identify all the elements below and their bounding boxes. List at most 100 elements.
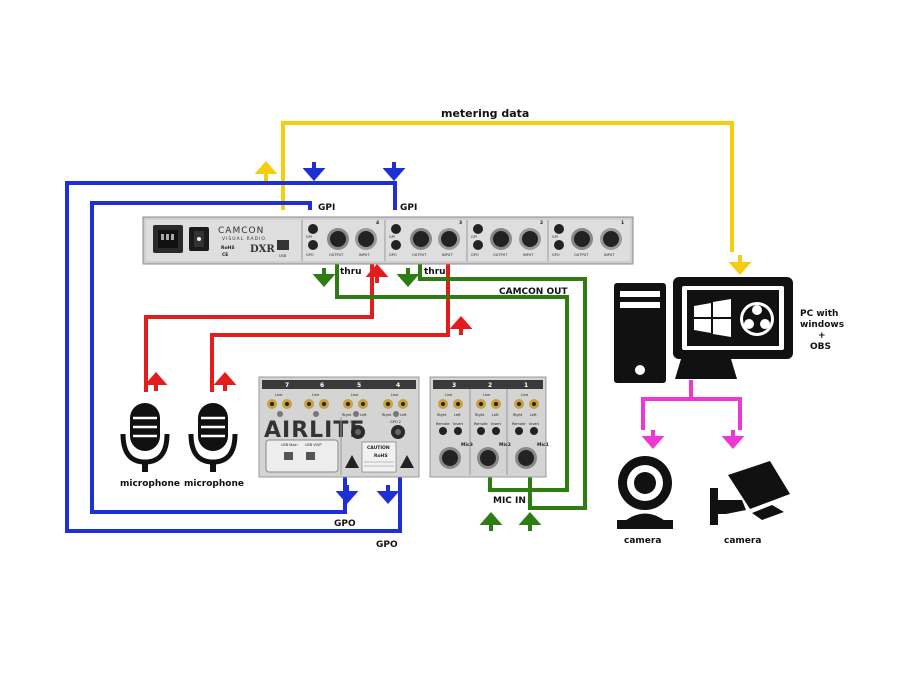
- svg-text:5: 5: [357, 382, 361, 389]
- camcon-out-wire-1: [335, 262, 569, 492]
- svg-text:OUTPUT: OUTPUT: [329, 253, 344, 257]
- red-up-arrow-2: [449, 315, 473, 335]
- svg-text:Left: Left: [530, 413, 537, 417]
- camera-wire: [641, 397, 742, 430]
- svg-text:USB VOIP: USB VOIP: [305, 443, 322, 447]
- microphone-icon: [120, 403, 170, 472]
- camcon-channel-2: 2 GPI GPO OUTPUT INPUT: [466, 220, 543, 261]
- blue-down-arrow-3: [335, 485, 359, 505]
- gpo-label-2: GPO: [376, 540, 398, 550]
- svg-text:Line: Line: [275, 393, 282, 397]
- svg-text:Line: Line: [391, 393, 398, 397]
- svg-text:GPO: GPO: [471, 253, 479, 257]
- obs-logo-icon: [740, 302, 774, 336]
- microphone-icon: [188, 403, 238, 472]
- camcon-subtitle: VISUAL RADIO: [222, 236, 266, 242]
- red-up-arrow-3: [144, 371, 168, 391]
- red-up-arrow-4: [213, 371, 237, 391]
- caution-label: CAUTION RoHS: [345, 441, 414, 473]
- airlite-brand: AIRLITE: [264, 418, 365, 443]
- svg-text:Line: Line: [351, 393, 358, 397]
- svg-text:CAUTION: CAUTION: [367, 445, 390, 451]
- camcon-channel-3: 3 GPI GPO OUTPUT INPUT: [384, 220, 462, 261]
- svg-text:GPI: GPI: [389, 235, 395, 239]
- gpi-label-1: GPI: [318, 203, 335, 213]
- svg-text:6: 6: [320, 382, 324, 389]
- svg-text:3: 3: [459, 220, 462, 226]
- yellow-up-arrow: [254, 160, 278, 181]
- blue-down-arrow-2: [382, 162, 406, 182]
- ce-mark: CE: [222, 252, 228, 258]
- svg-text:Insert: Insert: [453, 422, 464, 426]
- gpo-label-1: GPO: [334, 519, 356, 529]
- yellow-down-arrow: [728, 255, 752, 276]
- dxr-logo: DXR: [250, 244, 275, 255]
- svg-text:4: 4: [396, 382, 400, 389]
- svg-text:3: 3: [452, 382, 456, 389]
- svg-text:Right: Right: [382, 413, 392, 417]
- svg-text:USB Main: USB Main: [281, 443, 298, 447]
- camcon-rear-panel: CAMCON VISUAL RADIO DXR RoHS CE USB 4 GP…: [142, 216, 634, 265]
- camcon-out-wire-2: [418, 262, 587, 510]
- svg-text:GPI: GPI: [471, 235, 477, 239]
- svg-text:Line: Line: [445, 393, 452, 397]
- camcon-out-label: CAMCON OUT: [499, 287, 568, 297]
- svg-text:GPO 2: GPO 2: [390, 420, 401, 424]
- svg-text:Mic1: Mic1: [537, 442, 549, 448]
- mic-in-label: MIC IN: [493, 496, 526, 506]
- cctv-camera-icon: [710, 461, 790, 525]
- airlite-rear-panel: 7 6 5 4 Line Line Line Line Right Left R…: [258, 376, 420, 478]
- svg-text:4: 4: [376, 220, 379, 226]
- camcon-channel-4: 4 GPI GPO OUTPUT INPUT: [301, 220, 379, 261]
- svg-text:Insert: Insert: [529, 422, 540, 426]
- svg-text:Right: Right: [513, 413, 523, 417]
- microphone-label-1: microphone: [120, 479, 180, 489]
- magenta-down-arrow-1: [641, 430, 665, 450]
- thru-wire-1: [144, 262, 374, 392]
- svg-text:Remote: Remote: [474, 422, 488, 426]
- svg-text:Mic3: Mic3: [461, 442, 473, 448]
- green-up-arrow-1: [479, 511, 503, 531]
- camera-label-2: camera: [724, 536, 761, 546]
- thru-label-1: thru: [340, 267, 362, 277]
- svg-text:7: 7: [285, 382, 289, 389]
- svg-text:Mic2: Mic2: [499, 442, 511, 448]
- svg-text:Left: Left: [400, 413, 407, 417]
- svg-text:2: 2: [488, 382, 492, 389]
- svg-text:Right: Right: [342, 413, 352, 417]
- webcam-icon: [617, 456, 673, 529]
- svg-text:Right: Right: [475, 413, 485, 417]
- green-up-arrow-2: [518, 511, 542, 531]
- svg-text:INPUT: INPUT: [604, 253, 615, 257]
- svg-text:Line: Line: [312, 393, 319, 397]
- pc-label-line-2: windows: [800, 320, 844, 330]
- svg-text:INPUT: INPUT: [442, 253, 453, 257]
- airlite-rca-jacks: Line Line Line Line Right Left Right Lef…: [267, 393, 408, 417]
- gpi-wire-outer: [65, 181, 402, 533]
- rohs-mark: RoHS: [221, 245, 235, 251]
- camera-label-1: camera: [624, 536, 661, 546]
- svg-text:Left: Left: [454, 413, 461, 417]
- blue-down-arrow-4: [376, 485, 400, 505]
- usb-label: USB: [279, 254, 287, 258]
- svg-text:2: 2: [540, 220, 543, 226]
- mixer-mic-panel: 3 2 1 Line Line Line Right Left Right Le…: [429, 376, 549, 478]
- airlite-gpo-jacks: GPO 1 GPO 2: [340, 417, 405, 475]
- svg-text:1: 1: [621, 220, 624, 226]
- airlite-usb-panel: [265, 439, 339, 473]
- svg-text:OUTPUT: OUTPUT: [412, 253, 427, 257]
- thru-label-2: thru: [424, 267, 446, 277]
- svg-text:INPUT: INPUT: [359, 253, 370, 257]
- pc-label-line-1: PC with: [800, 309, 838, 319]
- microphone-label-2: microphone: [184, 479, 244, 489]
- svg-text:OUTPUT: OUTPUT: [493, 253, 508, 257]
- blue-down-arrow-1: [302, 162, 326, 182]
- svg-text:Insert: Insert: [491, 422, 502, 426]
- svg-text:GPO: GPO: [306, 253, 314, 257]
- svg-text:INPUT: INPUT: [523, 253, 534, 257]
- svg-text:Right: Right: [437, 413, 447, 417]
- magenta-down-arrow-2: [721, 430, 745, 450]
- svg-text:GPI: GPI: [552, 235, 558, 239]
- camcon-brand: CAMCON: [218, 226, 264, 236]
